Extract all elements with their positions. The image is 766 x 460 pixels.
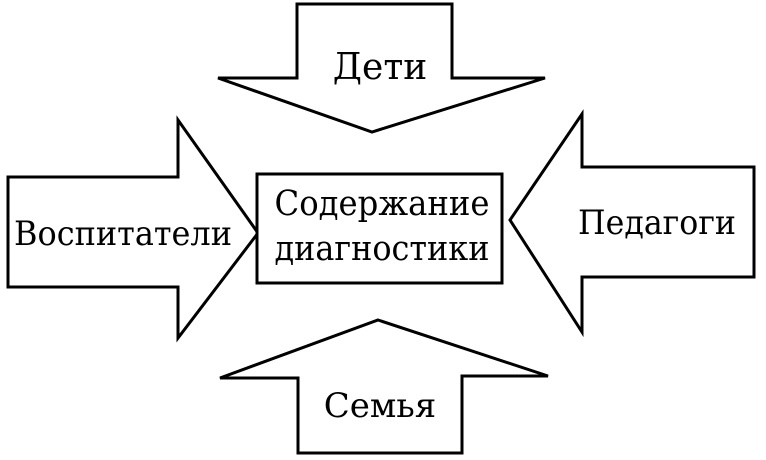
center-box-line1: Содержание <box>275 184 490 224</box>
right-arrow: Педагоги <box>508 109 756 338</box>
left-arrow-shape <box>6 115 260 343</box>
right-arrow-shape <box>508 109 756 338</box>
top-arrow-shape <box>217 2 546 134</box>
top-arrow-label: Дети <box>333 47 427 88</box>
left-arrow: Воспитатели <box>6 115 260 343</box>
bottom-arrow-shape <box>219 318 549 455</box>
bottom-arrow: Семья <box>219 318 549 455</box>
center-box-frame <box>255 172 504 285</box>
bottom-arrow-label: Семья <box>324 386 437 426</box>
right-arrow-label: Педагоги <box>578 203 736 243</box>
center-box: Содержание диагностики <box>255 172 504 285</box>
left-arrow-label: Воспитатели <box>14 214 232 254</box>
top-arrow: Дети <box>217 2 546 134</box>
center-box-line2: диагностики <box>275 229 490 269</box>
